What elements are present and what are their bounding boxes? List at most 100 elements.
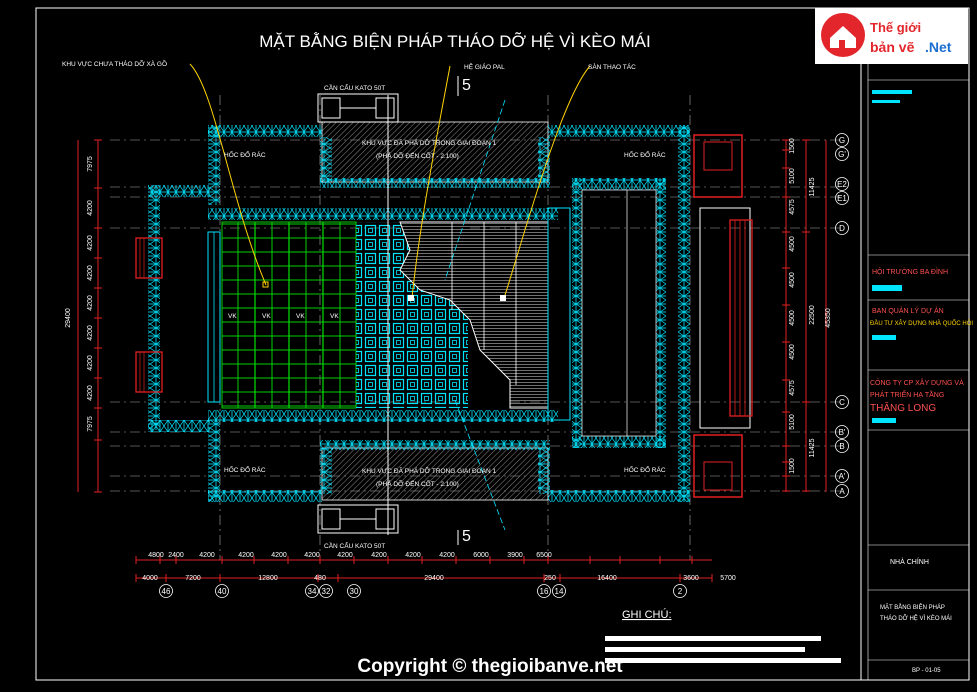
left-dim-7: 4200 xyxy=(87,385,94,401)
dim-row1-6: 4200 xyxy=(337,552,353,559)
roof-green-area xyxy=(207,221,357,409)
axis-label-A: A xyxy=(839,487,845,496)
axis-label-C: C xyxy=(839,398,845,407)
debris-bl: HỐC ĐỔ RÁC xyxy=(224,464,266,474)
dim-row1-5: 4200 xyxy=(304,552,320,559)
zone-phase1-top xyxy=(321,121,549,183)
zone-top-line1: KHU VỰC ĐÃ PHÁ DỠ TRONG GIAI ĐOẠN 1 xyxy=(362,138,497,147)
left-dim-8: 7975 xyxy=(87,416,94,432)
site-logo: Thế giới bản vẽ .Net xyxy=(815,8,968,64)
dim-row1-9: 4200 xyxy=(439,552,455,559)
debris-br: HỐC ĐỔ RÁC xyxy=(624,464,666,474)
axis-bubble-40 xyxy=(215,584,229,598)
section-line: 5 5 xyxy=(444,76,506,545)
right-dim-total: 45350 xyxy=(825,308,832,328)
logo-line2: bản vẽ xyxy=(870,39,915,55)
zone-bottom-line2: (PHÁ DỠ ĐẾN CỐT - 2.100) xyxy=(376,478,459,488)
dim-row1-12: 6500 xyxy=(536,552,552,559)
axis-bubble-G xyxy=(835,133,849,147)
axis-label-E1: E1 xyxy=(837,194,847,203)
dim-row2-4: 29400 xyxy=(424,575,444,582)
axis-label-B': B' xyxy=(839,428,846,437)
callout-crane-top: CẦN CẨU KATO 50T xyxy=(324,82,385,92)
axis-bubble-E2 xyxy=(835,177,849,191)
axis-bubble-B' xyxy=(835,425,849,439)
axis-bubble-30 xyxy=(347,584,361,598)
dim-row2-2: 12800 xyxy=(258,575,278,582)
left-dim-4: 4200 xyxy=(87,295,94,311)
axis-bubble-G' xyxy=(835,147,849,161)
left-dim-0: 7975 xyxy=(87,156,94,172)
right-dim-1: 5100 xyxy=(789,168,796,184)
axis-bubble-46 xyxy=(159,584,173,598)
right-dim-6: 4500 xyxy=(789,344,796,360)
notes-heading: GHI CHÚ: xyxy=(622,608,672,621)
axis-label-G': G' xyxy=(838,150,846,159)
leader-lines xyxy=(189,63,591,299)
title-block xyxy=(868,79,969,661)
axis-bubble-A' xyxy=(835,469,849,483)
right-dim-0: 1500 xyxy=(789,138,796,154)
axis-label-B: B xyxy=(839,442,844,451)
right-dim-5: 4500 xyxy=(789,310,796,326)
dim-row1-2: 4200 xyxy=(199,552,215,559)
axis-bubble-2 xyxy=(673,584,687,598)
dim-row2-3: 480 xyxy=(314,575,326,582)
tb-contractor-1: CÔNG TY CP XÂY DỰNG VÀ xyxy=(870,378,964,387)
left-dim-2: 4200 xyxy=(87,235,94,251)
tb-owner-2: ĐẦU TƯ XÂY DỰNG NHÀ QUỐC HỘI xyxy=(870,320,973,327)
tb-drawing-2: THÁO DỠ HỆ VÌ KÈO MÁI xyxy=(880,614,952,622)
callout-area-not-removed: KHU VỰC CHƯA THÁO DỠ XÀ GỒ xyxy=(62,58,167,68)
dim-row1-4: 4200 xyxy=(271,552,287,559)
zone-top-line2: (PHÁ DỠ ĐẾN CỐT - 2.100) xyxy=(376,150,459,160)
axis-bubble-32 xyxy=(319,584,333,598)
roof-truss-frame xyxy=(148,125,690,502)
svg-text:VK: VK xyxy=(228,313,237,320)
axis-label-G: G xyxy=(839,136,845,145)
left-dim-lines xyxy=(77,140,99,492)
copyright: Copyright © thegioibanve.net xyxy=(357,656,623,677)
bottom-dim-lines xyxy=(136,559,712,579)
dim-row2-1: 7200 xyxy=(185,575,201,582)
dim-row1-0: 4800 xyxy=(148,552,164,559)
debris-tl: HỐC ĐỔ RÁC xyxy=(224,149,266,159)
axis-label-40: 40 xyxy=(218,587,227,596)
section-mark-top: 5 xyxy=(462,77,471,94)
right-mid-dim-1: 22500 xyxy=(809,305,816,325)
left-dim-5: 4200 xyxy=(87,325,94,341)
leader-dots xyxy=(262,281,506,301)
dim-row1-1: 2400 xyxy=(168,552,184,559)
crane-top xyxy=(317,93,399,123)
right-dim-4: 4500 xyxy=(789,272,796,288)
tb-building: NHÀ CHÍNH xyxy=(890,557,929,566)
tb-contractor-3: THĂNG LONG xyxy=(870,401,936,414)
notes-lines xyxy=(605,636,841,663)
callout-platform: SÀN THAO TÁC xyxy=(588,62,636,71)
dim-row2-0: 4000 xyxy=(142,575,158,582)
axis-label-D: D xyxy=(839,224,845,233)
crane-bottom xyxy=(317,504,399,534)
tb-contractor-2: PHÁT TRIỂN HẠ TẦNG xyxy=(870,389,944,399)
drawing-title: MẶT BẰNG BIỆN PHÁP THÁO DỠ HỆ VÌ KÈO MÁI xyxy=(259,32,651,51)
axis-label-E2: E2 xyxy=(837,180,847,189)
logo-suffix: .Net xyxy=(925,39,952,55)
dim-row1-10: 6000 xyxy=(473,552,489,559)
svg-text:VK: VK xyxy=(296,313,305,320)
debris-tr: HỐC ĐỔ RÁC xyxy=(624,149,666,159)
axis-bubble-34 xyxy=(305,584,319,598)
right-mid-dim-2: 11425 xyxy=(809,438,816,457)
logo-line1: Thế giới xyxy=(870,20,921,35)
svg-text:VK: VK xyxy=(262,313,271,320)
callout-scaffold: HỆ GIÁO PAL xyxy=(464,62,505,71)
dim-row2-7: 3600 xyxy=(683,575,699,582)
right-hall xyxy=(581,189,657,437)
section-mark-bottom: 5 xyxy=(462,528,471,545)
dim-row2-6: 16400 xyxy=(597,575,617,582)
